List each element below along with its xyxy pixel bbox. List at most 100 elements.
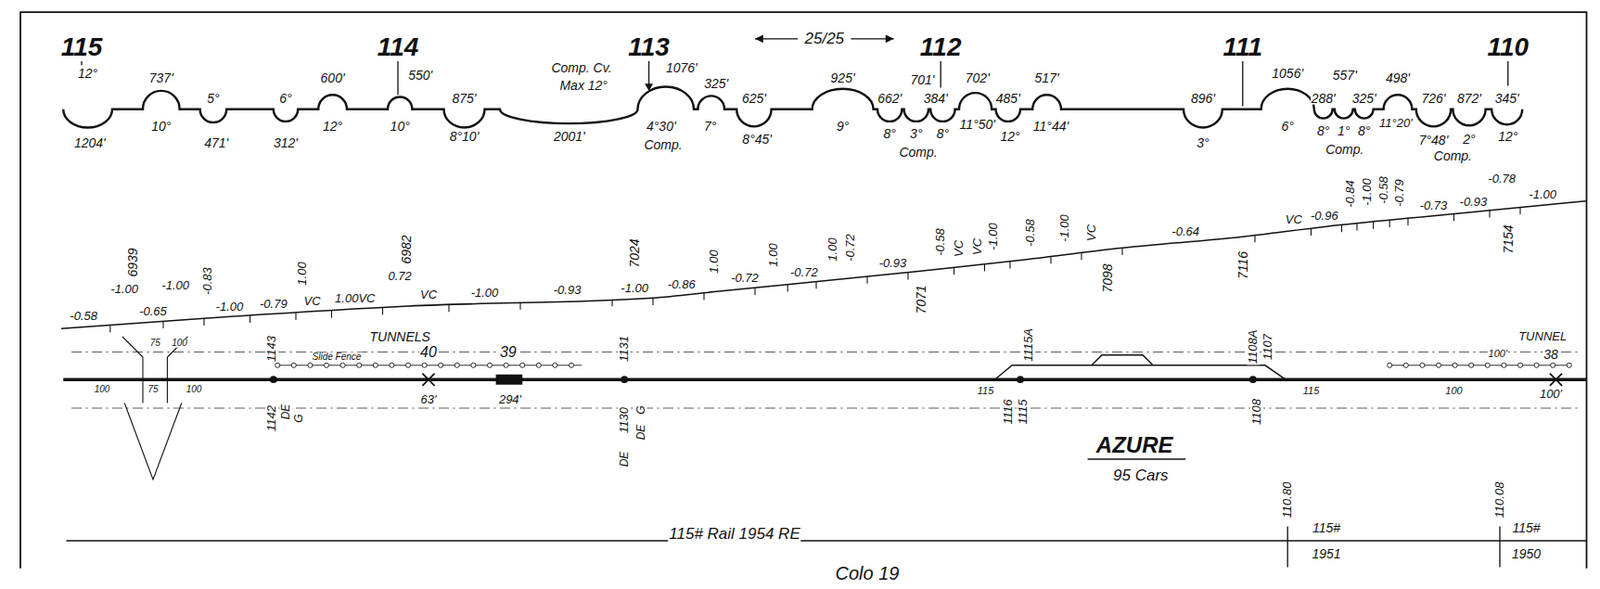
grade-label: -0.93 (552, 283, 583, 297)
curve-label: 325' (1351, 90, 1378, 105)
fence-post (275, 362, 281, 368)
fence-post (372, 362, 378, 368)
grade-label: VC (303, 294, 322, 308)
curve-label: 11°20' (1378, 116, 1414, 130)
rail-label: 110.08 (1493, 481, 1507, 520)
curve-label: 1076' (665, 60, 699, 75)
curve-label: 872' (1456, 90, 1483, 105)
grade-break-tick (448, 305, 449, 313)
fence-post (1484, 362, 1490, 368)
grade-label: -1.00 (470, 286, 500, 300)
grade-break-tick (109, 324, 111, 333)
fence-post (323, 362, 329, 368)
curve-label: 12° (76, 66, 99, 81)
track-label: 95 Cars (1112, 467, 1170, 485)
grade-label: -0.58 (68, 310, 99, 324)
curve-label: 550' (407, 68, 434, 83)
grade-label: -0.73 (1419, 199, 1449, 213)
grade-break-tick (1310, 228, 1312, 236)
signal-dot (1249, 375, 1257, 384)
fence-post (1469, 362, 1474, 368)
track-label: 75 (149, 337, 162, 348)
grade-break-tick (1049, 256, 1051, 265)
rail-label: 115# (1311, 520, 1342, 535)
track-label: DE (635, 423, 648, 442)
curve-label: Comp. (1433, 149, 1473, 164)
grade-break-tick (754, 287, 756, 295)
milepost-tick (940, 61, 942, 89)
curve-label: 5° (205, 90, 220, 105)
curve-label: 737' (148, 70, 175, 85)
curve-label: 8° (935, 127, 950, 141)
curve-label: 384' (922, 90, 949, 105)
rail-label: 1950 (1510, 547, 1542, 562)
grade-break-tick (703, 293, 704, 301)
track-label: 1108A (1246, 329, 1260, 366)
curve-label: 8° (882, 127, 896, 141)
grade-break-tick (519, 302, 521, 310)
curve-label: 10° (150, 119, 172, 134)
elevation-number: 6939 (126, 246, 141, 278)
curve-label: 1204' (73, 136, 107, 151)
station-rule (1088, 458, 1187, 461)
curve-label: 4°30' (645, 119, 678, 134)
grade-label: VC (952, 239, 966, 258)
grade-break-tick (1453, 214, 1455, 222)
track-label: 63' (420, 393, 438, 407)
grade-label: -0.78 (1486, 172, 1517, 186)
milepost-number: 111 (1222, 33, 1265, 61)
curve-label: 12° (321, 119, 344, 134)
curve-label: 288' (1310, 90, 1337, 105)
milepost-number: 113 (627, 33, 671, 61)
siding-track (995, 355, 1287, 380)
grade-break-tick (907, 272, 909, 281)
track-label: 1116 (1001, 398, 1015, 426)
fence-post (307, 362, 313, 368)
track-label: G (635, 405, 648, 416)
track-label: 39 (499, 344, 518, 360)
bridge-symbol (122, 336, 188, 480)
milepost-tick (1241, 61, 1243, 106)
elevation-number: 7024 (627, 238, 642, 269)
fence-post (1517, 362, 1523, 368)
fence-post (291, 362, 296, 368)
grade-break-tick (953, 267, 955, 275)
grade-label: -0.79 (258, 297, 289, 311)
curve-label: 11°50' (959, 117, 997, 132)
milepost-tick (396, 61, 398, 95)
tunnel-mark (422, 373, 1562, 386)
fence-post (568, 362, 574, 368)
grade-break-tick (1121, 247, 1123, 256)
curve-label: 557' (1331, 68, 1358, 83)
grade-break-tick (787, 284, 789, 293)
curve-label: 517' (1034, 70, 1061, 85)
rail-label: 1951 (1310, 547, 1342, 562)
rail-label: 115# (1511, 520, 1542, 535)
grade-break-tick (162, 320, 164, 329)
track-label: 115 (1302, 386, 1321, 398)
curve-label: 2° (1461, 131, 1476, 146)
curve-label: Comp. (642, 138, 683, 153)
track-label: 38 (1542, 346, 1560, 361)
fence-post (552, 362, 558, 368)
grade-break-tick (249, 315, 251, 323)
rail-label: 110.80 (1280, 481, 1294, 520)
track-label: 1107 (1261, 332, 1275, 361)
curve-label: 312' (272, 136, 299, 151)
curve-label: 1056' (1270, 66, 1305, 81)
fence-post (438, 362, 444, 368)
grade-label: -0.79 (1393, 178, 1407, 208)
fence-post (1566, 362, 1572, 368)
track-label: 40 (419, 344, 438, 360)
track-label: 1142 (265, 404, 279, 433)
track-label: 75 (146, 384, 159, 396)
curve-label: 498' (1384, 70, 1411, 85)
elevation-number: 7154 (1500, 223, 1515, 255)
grade-label: -0.86 (666, 278, 697, 292)
curve-label: 10° (389, 119, 411, 134)
grade-label: -0.83 (202, 267, 216, 297)
fence-post (1501, 362, 1507, 368)
grade-break-tick (1254, 235, 1255, 244)
fence-post (1550, 362, 1556, 368)
curve-label: 6° (278, 90, 293, 105)
